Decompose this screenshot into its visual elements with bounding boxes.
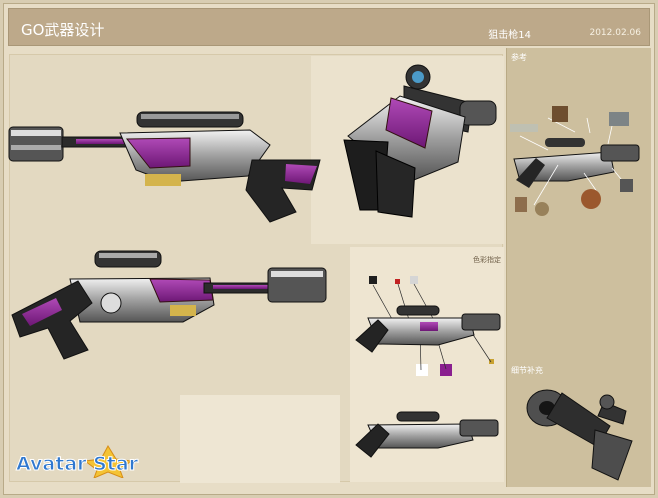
ammo-rounds bbox=[145, 174, 181, 186]
muzzle-stripe bbox=[11, 145, 61, 150]
muzzle-detail bbox=[526, 389, 633, 481]
angled-grip bbox=[375, 150, 416, 218]
lower-scope-highlight bbox=[99, 253, 157, 258]
design-date: 2012.02.06 bbox=[589, 28, 641, 38]
empty-panel bbox=[180, 395, 340, 483]
rifle-left-view bbox=[11, 250, 327, 360]
angled-muzzle bbox=[459, 100, 497, 126]
header-bar: GO武器设计 狙击枪14 2012.02.06 bbox=[8, 8, 650, 46]
angled-purple-panel bbox=[385, 97, 433, 149]
lower-stock bbox=[11, 280, 93, 360]
scope-highlight bbox=[141, 114, 239, 119]
color-palette bbox=[369, 276, 494, 376]
detail-label: 细节补充 bbox=[511, 366, 543, 375]
palette-guides bbox=[372, 283, 492, 371]
color-spec-label: 色彩指定 bbox=[473, 256, 501, 264]
avatar-star-logo: Avatar Star bbox=[14, 444, 144, 479]
lower-ammo-rounds bbox=[170, 305, 196, 316]
rifle-angled-view bbox=[343, 64, 497, 218]
reference-label: 参考 bbox=[511, 53, 527, 62]
page-title: GO武器设计 bbox=[21, 21, 105, 39]
detail-rifle-small bbox=[355, 411, 499, 458]
lower-stock-insert bbox=[22, 298, 62, 326]
weapon-name: 狙击枪14 bbox=[488, 30, 531, 41]
scope-glass bbox=[412, 71, 424, 83]
swatch-silver bbox=[410, 276, 418, 284]
logo-text: Avatar Star bbox=[16, 453, 139, 475]
muzzle-stripe bbox=[271, 271, 323, 277]
rifle-barrel-accent bbox=[76, 139, 130, 144]
swatch-gold bbox=[489, 359, 494, 364]
swatch-dark bbox=[369, 276, 377, 284]
stock-purple-insert bbox=[285, 164, 317, 184]
swatch-red bbox=[395, 279, 400, 284]
reference-rifle bbox=[510, 106, 640, 216]
rifle-right-view bbox=[8, 111, 321, 223]
swatch-white bbox=[416, 364, 428, 376]
color-spec-rifle bbox=[355, 305, 501, 353]
swatch-purple bbox=[440, 364, 452, 376]
receiver-purple-panel bbox=[125, 137, 191, 169]
lower-purple-panel bbox=[149, 278, 214, 303]
muzzle-stripe bbox=[11, 130, 61, 136]
lower-barrel-accent bbox=[213, 285, 285, 289]
gauge-dial bbox=[100, 292, 122, 314]
